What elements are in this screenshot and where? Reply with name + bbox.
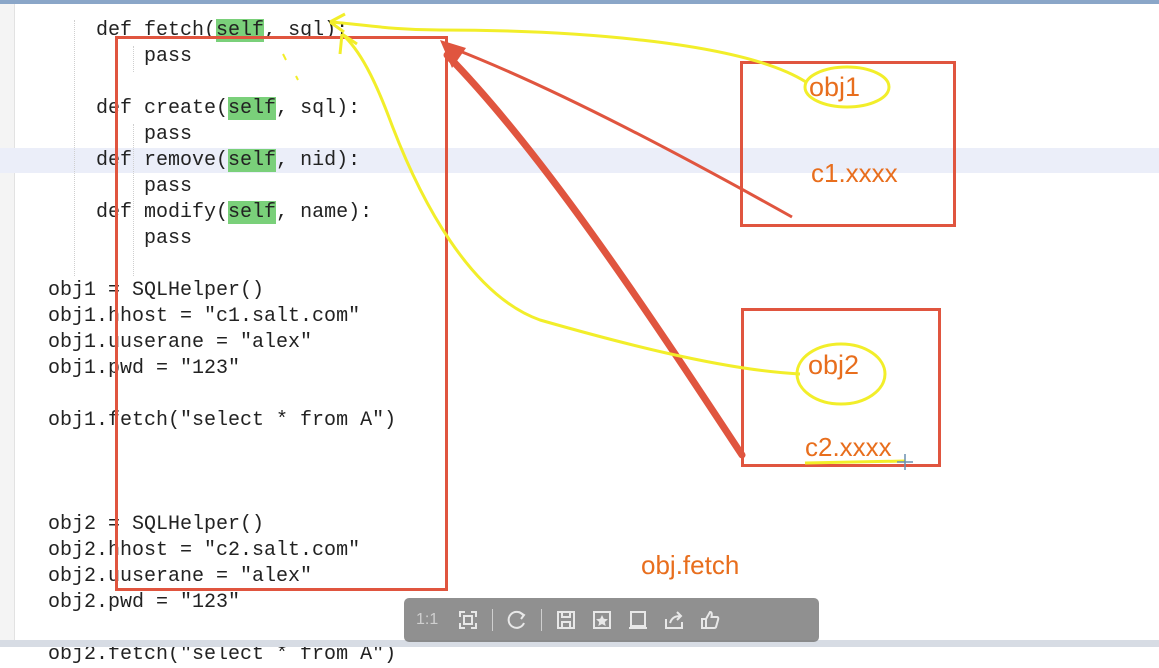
code-line[interactable]: obj1.fetch("select * from A") [0,408,396,434]
code-line[interactable]: obj2 = SQLHelper() [0,512,396,538]
code-line[interactable]: obj2.uuserane = "alex" [0,564,396,590]
note-icon[interactable] [620,602,656,638]
code-indent [0,357,48,380]
code-indent [0,591,48,614]
code-text: obj2.uuserane = "alex" [48,565,313,588]
fit-screen-icon[interactable] [450,602,486,638]
indent-guide [74,20,75,276]
annotation-obj-fetch-label: obj.fetch [641,550,740,580]
code-indent [0,19,96,42]
annotation-red-arrow-obj2 [443,51,746,459]
annotation-box-class-body [115,36,448,591]
save-icon[interactable] [548,602,584,638]
code-indent [0,565,48,588]
code-line[interactable]: obj1.uuserane = "alex" [0,330,396,356]
code-text: obj1 = SQLHelper() [48,279,265,302]
code-line[interactable]: obj1 = SQLHelper() [0,278,396,304]
code-text: pass [144,175,193,198]
toolbar-separator [492,609,493,631]
code-indent [0,539,48,562]
code-text: def create( [96,97,229,120]
code-indent [0,409,48,432]
self-highlight: self [228,97,277,120]
code-line[interactable]: pass [0,122,396,148]
code-indent [0,331,48,354]
self-highlight: self [228,201,277,224]
code-indent [0,305,48,328]
code-line[interactable]: obj1.hhost = "c1.salt.com" [0,304,396,330]
code-text: pass [144,123,193,146]
code-indent [0,201,96,224]
indent-guide [133,124,134,276]
code-text: obj2.pwd = "123" [48,591,241,614]
code-text: obj1.pwd = "123" [48,357,241,380]
page-indicator: 1:1 [416,611,439,628]
code-line[interactable]: pass [0,174,396,200]
code-text: pass [144,45,193,68]
code-text: obj2.hhost = "c2.salt.com" [48,539,361,562]
code-line[interactable]: pass [0,226,396,252]
code-indent [0,513,48,536]
annotation-c1-label: c1.xxxx [811,158,898,188]
annotation-obj2-label: obj2 [808,350,860,380]
annotation-obj1-label: obj1 [809,72,861,102]
like-icon[interactable] [692,602,728,638]
self-highlight: self [228,149,277,172]
code-line[interactable] [0,616,396,642]
code-indent [0,97,96,120]
code-text: obj1.hhost = "c1.salt.com" [48,305,361,328]
code-text: obj1.fetch("select * from A") [48,409,397,432]
viewer-toolbar: 1:1 [404,598,819,642]
share-icon[interactable] [656,602,692,638]
code-text: def remove( [96,149,229,172]
code-text: obj2 = SQLHelper() [48,513,265,536]
toolbar-separator [541,609,542,631]
code-text: obj1.uuserane = "alex" [48,331,313,354]
code-line[interactable]: obj1.pwd = "123" [0,356,396,382]
code-text: def modify( [96,201,229,224]
code-line[interactable]: pass [0,44,396,70]
bookmark-icon[interactable] [584,602,620,638]
code-indent [0,149,96,172]
rotate-icon[interactable] [499,602,535,638]
annotation-c2-label: c2.xxxx [805,432,892,462]
code-text: pass [144,227,193,250]
window-top-border [0,0,1159,4]
indent-guide [133,46,134,72]
code-line[interactable]: def create(self, sql): [0,96,396,122]
code-indent [0,279,48,302]
code-line[interactable]: obj2.pwd = "123" [0,590,396,616]
editor-bottom-border [0,640,1159,647]
code-line[interactable]: obj2.hhost = "c2.salt.com" [0,538,396,564]
code-line[interactable]: def modify(self, name): [0,200,396,226]
